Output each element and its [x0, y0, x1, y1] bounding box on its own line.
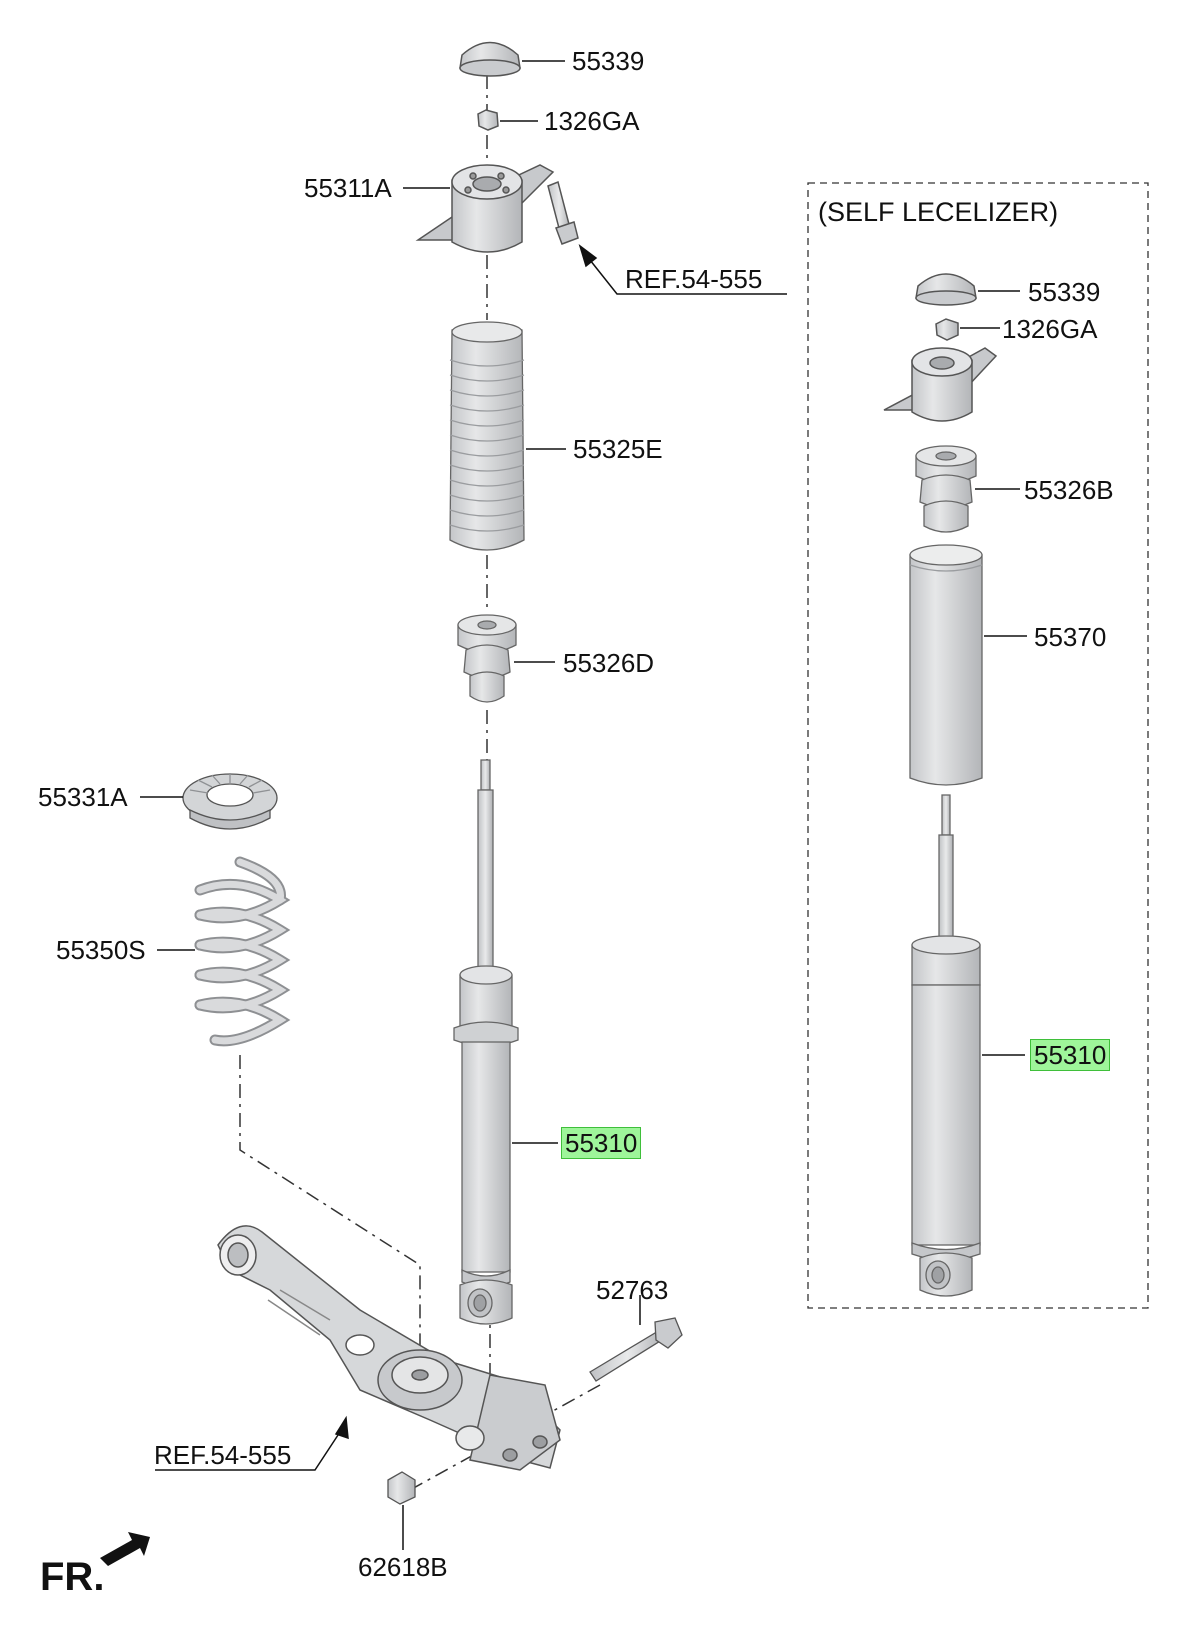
lower-arm: [217, 1225, 561, 1471]
label-55370: 55370: [1034, 622, 1107, 652]
label-55339-alt: 55339: [1028, 277, 1101, 307]
shock-cover-alt: [909, 544, 983, 786]
self-leveler-box: [807, 182, 1149, 1309]
label-55310-main: 55310: [561, 1127, 642, 1159]
top-mount-main: [415, 164, 555, 253]
bump-cap-main: [459, 41, 521, 77]
label-55310-alt: 55310: [1030, 1039, 1111, 1071]
label-1326ga-alt: 1326GA: [1002, 314, 1098, 344]
label-55311a: 55311A: [304, 173, 392, 203]
label-ref-bottom: REF.54-555: [154, 1440, 292, 1470]
nut-main: [477, 109, 499, 131]
spring-seat: [182, 773, 278, 830]
arm-bolt: [589, 1317, 683, 1382]
label-55325e: 55325E: [573, 434, 663, 464]
shock-absorber-alt: [911, 794, 981, 1297]
dust-boot-main: [449, 321, 525, 551]
coil-spring: [194, 856, 291, 1047]
bump-stopper-main: [457, 614, 517, 703]
front-arrow-icon: [100, 1532, 150, 1566]
top-mount-alt: [883, 347, 998, 422]
arm-nut: [387, 1471, 416, 1505]
self-leveler-title: (SELF LECELIZER): [818, 197, 1059, 227]
label-fr: FR.: [40, 1555, 105, 1599]
label-ref-top: REF.54-555: [625, 264, 763, 294]
label-52763: 52763: [596, 1275, 669, 1305]
ref-arrow-bottom: [155, 1415, 349, 1471]
label-1326ga-main: 1326GA: [544, 106, 640, 136]
label-55326d: 55326D: [563, 648, 655, 678]
label-55339-main: 55339: [572, 46, 645, 76]
label-55350s: 55350S: [56, 935, 146, 965]
nut-alt: [935, 318, 959, 341]
label-62618b: 62618B: [358, 1552, 448, 1582]
bump-stopper-alt: [915, 445, 977, 533]
shock-absorber-main: [453, 759, 519, 1325]
mount-bolt: [547, 180, 579, 245]
bump-cap-alt: [915, 273, 977, 306]
label-55331a: 55331A: [38, 782, 128, 812]
label-55326b: 55326B: [1024, 475, 1114, 505]
ref-arrow-top: [578, 244, 787, 295]
